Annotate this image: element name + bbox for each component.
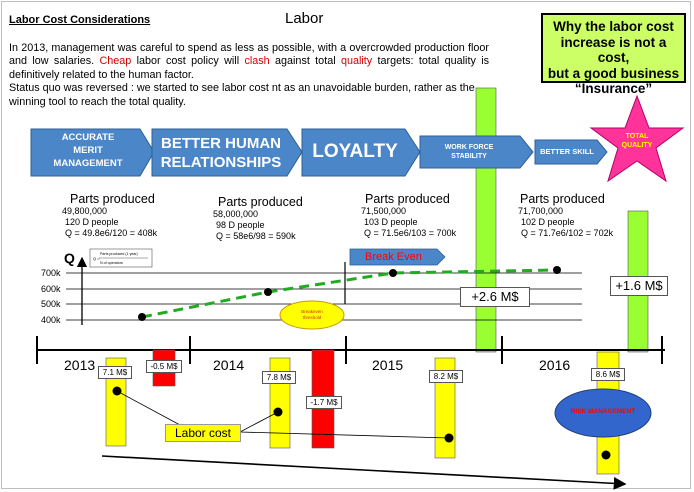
year-2014: 2014 [213,357,245,373]
cost-bar-2013 [105,357,127,447]
q-point-2016 [553,266,561,274]
labor-cost-label: Labor cost [165,424,241,442]
q-axis-label: Q [64,250,75,266]
year-2013: 2013 [64,357,96,373]
q-point-2013 [138,313,146,321]
parts-block-2013: Parts produced 49,800,000 120 D people Q… [62,192,158,238]
cost-trend-arrow [101,455,627,490]
green-bar-2015 [475,87,497,353]
q-point-2014 [264,288,272,296]
stage-arrow-relationships [151,128,303,177]
cost-label-2013-delta: -0.5 M$ [146,360,182,373]
parts-block-2015: Parts produced 71,500,000 103 D people Q… [361,192,457,238]
risk-management-ellipse [554,388,652,438]
labor-dot-2014 [273,407,283,417]
parts-block-2014: Parts produced 58,000,000 98 D people Q … [213,195,303,241]
gain-label-2016: +1.6 M$ [610,276,668,296]
break-even-box [349,248,446,266]
intro-text: In 2013, management was careful to spend… [9,42,489,109]
labor-dot-2016 [601,450,611,460]
q-point-2015 [389,269,397,277]
svg-text:Q =: Q = [93,256,100,261]
cost-label-2014: 7.8 M$ [262,371,296,384]
cost-label-2013: 7.1 M$ [98,366,132,379]
cost-label-2014-delta: -1.7 M$ [306,396,342,409]
labor-dot-2015 [444,433,454,443]
stage-arrow-skill [534,139,608,165]
cost-bar-2015 [434,357,456,459]
intro-paragraph-2: Status quo was reversed : we started to … [9,82,475,108]
page-title: Labor [285,10,324,27]
total-quality-star [589,94,685,183]
stage-arrow-loyalty [301,128,421,177]
insurance-callout: Why the labor cost increase is not a cos… [541,13,686,96]
year-2016: 2016 [539,357,571,373]
breakeven-bubble [279,300,345,330]
break-even-label: Break Even [365,251,422,263]
parts-block-2016: Parts produced 71,700,000 102 D people Q… [518,192,614,238]
gain-label-2015: +2.6 M$ [460,287,530,307]
q-tick-500k: 500k [41,299,61,309]
stage-arrow-merit [30,128,155,177]
cost-label-2016: 8.6 M$ [591,368,625,381]
labor-dot-2013 [112,386,122,396]
intro-paragraph-1: In 2013, management was careful to spend… [9,42,489,81]
stage-arrow-stability [419,135,534,169]
q-tick-600k: 600k [41,284,61,294]
timeline-ticks [36,336,663,364]
slide-title: Labor Cost Considerations [9,14,151,26]
q-tick-700k: 700k [41,268,61,278]
stage-label-skill: BETTER SKILL [540,147,594,156]
stage-label-loyalty: LOYALTY [312,141,398,162]
q-legend-text: Parts produced (1 year)N of operators [100,252,138,265]
year-2015: 2015 [372,357,404,373]
risk-management-label: RISK MANAGEMENT [570,408,636,415]
cost-label-2015: 8.2 M$ [429,370,463,383]
q-tick-400k: 400k [41,315,61,325]
q-trend-line [141,268,558,319]
